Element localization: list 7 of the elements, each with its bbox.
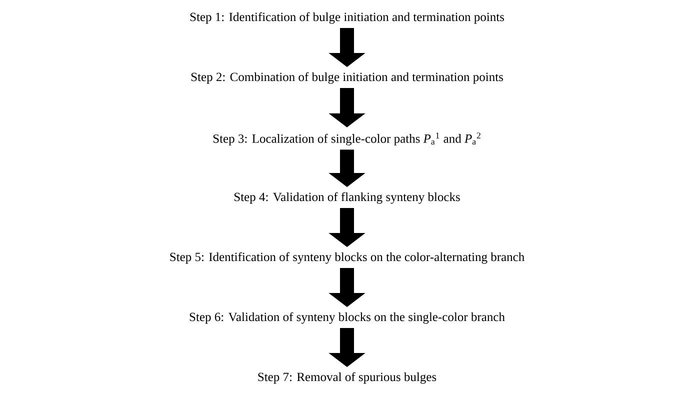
step-label: Step 6: Validation of synteny blocks on the single-color branch: [190, 312, 505, 324]
step-label: Step 3: Localization of single-color paths P$_{a}$$^{1}$ and P$_{a}$2: [213, 132, 480, 146]
step-label: Step 2: Combination of bulge initiation and termination points: [191, 72, 503, 84]
step-label: Step 7: Removal of spurious bulges: [258, 372, 436, 384]
step-label: Step 5: Identification of synteny blocks on the color-alternating branch: [170, 252, 524, 264]
step-label: Step 4: Validation of flanking synteny blocks: [234, 192, 460, 204]
step-label: Step 1: Identification of bulge initiation and termination points: [190, 12, 504, 24]
